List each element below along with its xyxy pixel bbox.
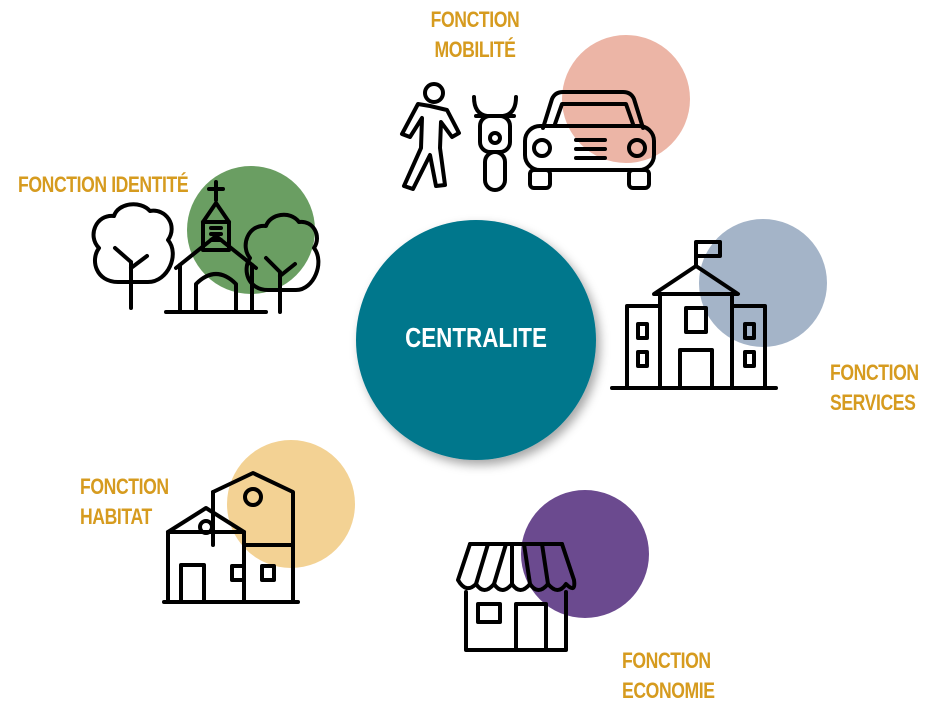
label-fonction-economie: FONCTION ECONOMIE	[622, 646, 715, 706]
centralite-label: CENTRALITE	[405, 322, 547, 353]
label-fonction-habitat: FONCTION HABITAT	[80, 472, 169, 532]
town-hall-icon	[610, 240, 778, 390]
label-line: SERVICES	[830, 390, 916, 415]
label-line: FONCTION	[430, 7, 520, 32]
houses-icon	[162, 471, 300, 604]
label-line: MOBILITÉ	[434, 37, 516, 62]
tree-icon	[243, 212, 321, 314]
car-icon	[523, 90, 656, 190]
shop-icon	[456, 542, 577, 652]
label-fonction-mobilite: FONCTION MOBILITÉ	[423, 5, 527, 65]
label-line: HABITAT	[80, 504, 152, 529]
label-line: FONCTION	[830, 360, 919, 385]
label-line: FONCTION	[622, 648, 711, 673]
tree-icon	[91, 202, 175, 310]
label-line: ECONOMIE	[622, 678, 715, 703]
label-fonction-services: FONCTION SERVICES	[830, 358, 919, 418]
label-line: FONCTION IDENTITÉ	[18, 172, 189, 197]
label-line: FONCTION	[80, 474, 169, 499]
label-fonction-identite: FONCTION IDENTITÉ	[18, 170, 189, 200]
scooter-icon	[472, 95, 518, 192]
pedestrian-icon	[400, 82, 461, 191]
church-icon	[164, 180, 268, 314]
centralite-circle	[356, 220, 596, 460]
mobilite-circle	[562, 35, 690, 163]
economie-circle	[521, 490, 649, 618]
